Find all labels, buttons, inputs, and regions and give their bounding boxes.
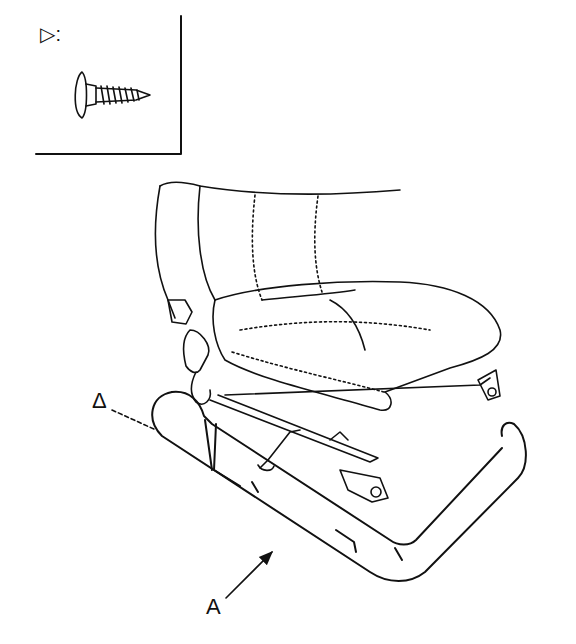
symbol-key: ▷: — [40, 24, 61, 44]
callout-letter: A — [206, 596, 221, 618]
screw-icon — [75, 72, 150, 118]
symbol-mark: Δ — [92, 390, 107, 412]
seat-trim-cover — [152, 392, 526, 581]
